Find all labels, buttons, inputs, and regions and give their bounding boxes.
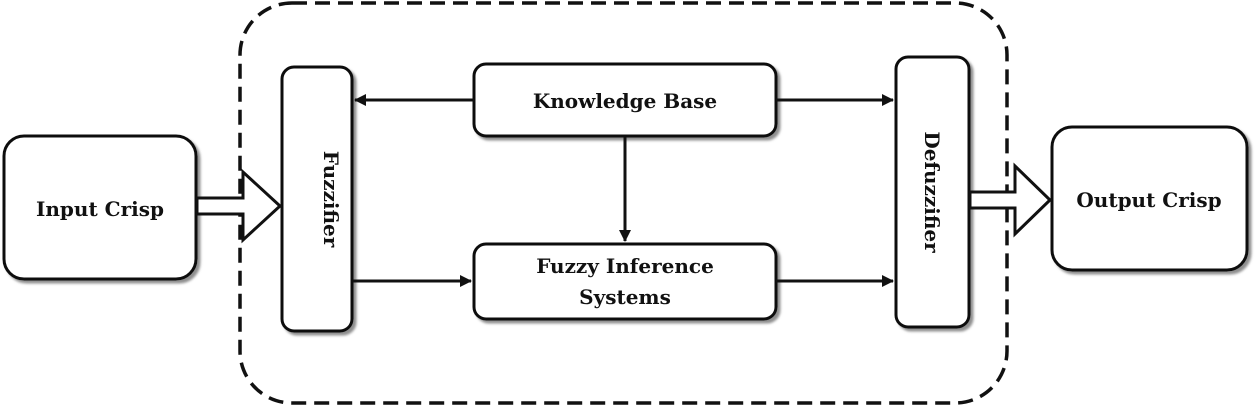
fuzzy-inference-label-line1: Fuzzy Inference [536, 254, 714, 278]
input-to-fuzzifier-hollow-arrow [195, 168, 283, 244]
fuzzifier-label: Fuzzifier [319, 151, 343, 248]
knowledge-base-node: Knowledge Base [472, 62, 778, 138]
output-crisp-node: Output Crisp [1050, 125, 1249, 272]
knowledge-base-label: Knowledge Base [533, 89, 717, 113]
input-crisp-label: Input Crisp [36, 197, 164, 221]
defuzzifier-to-output-hollow-arrow [968, 162, 1053, 238]
output-crisp-label: Output Crisp [1076, 188, 1221, 212]
input-crisp-node: Input Crisp [2, 134, 198, 281]
fuzzy-inference-node: Fuzzy Inference Systems [472, 242, 778, 321]
fuzzifier-node: Fuzzifier [280, 65, 354, 333]
defuzzifier-label: Defuzzifier [920, 131, 944, 253]
defuzzifier-node: Defuzzifier [894, 55, 971, 329]
fuzzy-inference-label-line2: Systems [579, 285, 671, 309]
